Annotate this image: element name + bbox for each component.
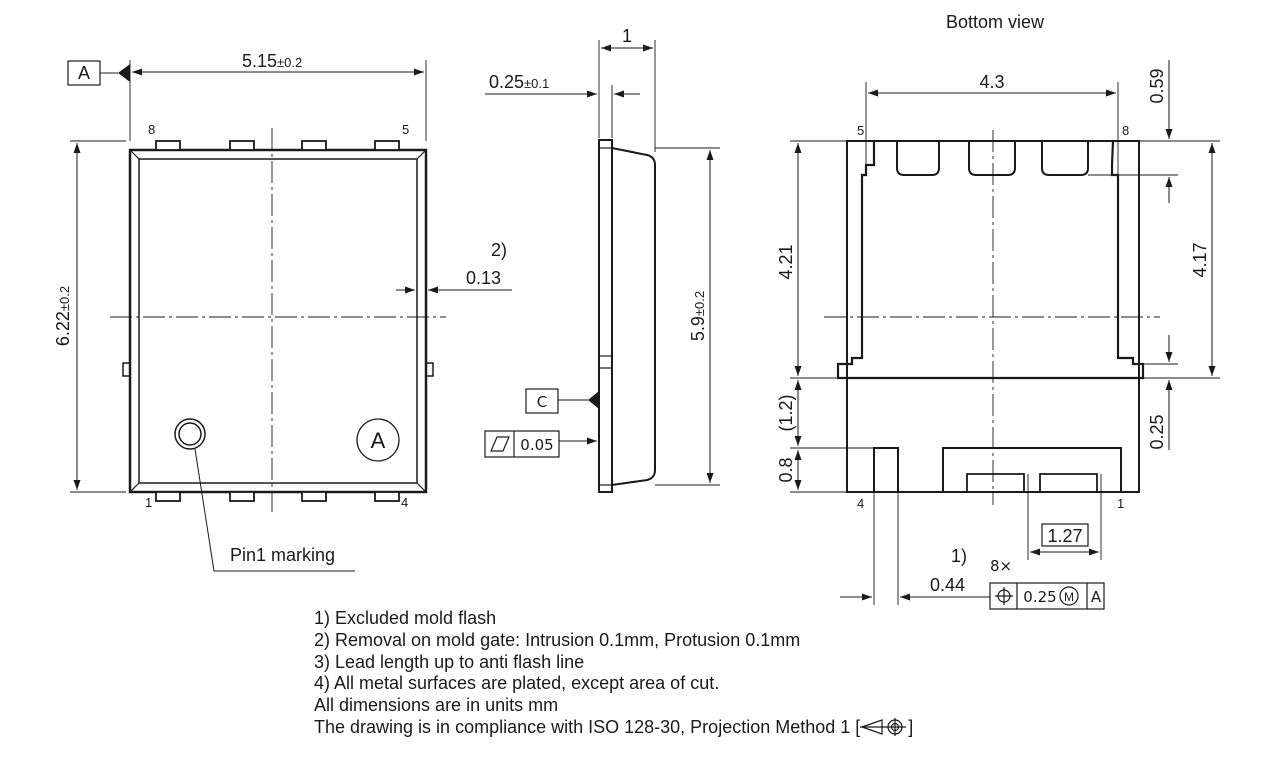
package-body-outline [128, 148, 428, 494]
pin-label-5: 5 [402, 122, 409, 137]
datum-c-box [525, 388, 559, 414]
position-datum-ref: A [1091, 588, 1102, 606]
bottom-pin-label-8: 8 [1122, 123, 1129, 138]
note-line-projection: The drawing is in compliance with ISO 12… [314, 717, 913, 739]
pin1-mark-circle [174, 418, 206, 450]
position-tolerance-icon [995, 587, 1013, 605]
lead-count-multiplier: 8× [990, 557, 1012, 575]
side-thickness-value: 1 [622, 26, 632, 46]
bottom-view [790, 60, 1220, 610]
pin1-leader-line [194, 448, 355, 572]
note-line: 4) All metal surfaces are plated, except… [314, 673, 720, 694]
width-value: 5.15±0.2 [242, 51, 302, 71]
note-line: 1) Excluded mold flash [314, 608, 497, 628]
gate-dimension-value: 0.13 [466, 268, 501, 288]
marking-logo-letter: A [371, 428, 386, 453]
datum-a-label: A [78, 63, 90, 83]
side-view-leadframe [598, 139, 613, 493]
flatness-tolerance-frame [484, 430, 560, 458]
flatness-icon [490, 436, 510, 452]
bottom-view-title: Bottom view [946, 12, 1045, 32]
bottom-lead-group [942, 447, 1122, 492]
top-view [67, 60, 512, 572]
note-line: 3) Lead length up to anti flash line [314, 651, 585, 672]
dim-0-8-value: 0.8 [776, 457, 796, 482]
bottom-note-ref: 1) [951, 546, 967, 566]
height-value: 6.22±0.2 [53, 286, 73, 346]
bottom-pin-label-5: 5 [857, 123, 864, 138]
note-line-suffix: ] [908, 716, 914, 737]
note-line: 2) Removal on mold gate: Intrusion 0.1mm… [314, 629, 801, 650]
pin-label-1: 1 [145, 495, 152, 510]
lead-thickness-value: 0.25±0.1 [489, 72, 549, 92]
flatness-value: 0.05 [520, 436, 553, 454]
note-line: All dimensions are in units mm [314, 695, 559, 716]
mmc-modifier-circle [1059, 586, 1079, 606]
dim-4-17-value: 4.17 [1190, 242, 1210, 277]
package-body-inner [138, 158, 418, 484]
mmc-modifier-letter: M [1064, 590, 1074, 604]
pin-label-8: 8 [148, 122, 155, 137]
position-tolerance-frame [989, 582, 1105, 610]
side-view [484, 40, 720, 493]
pitch-value: 1.27 [1047, 526, 1082, 546]
datum-c-label: C [537, 393, 547, 411]
pin-label-4: 4 [401, 495, 408, 510]
exposed-pad-outline [836, 140, 1145, 380]
dim-0-59-value: 0.59 [1147, 68, 1167, 103]
dim-0-25-value: 0.25 [1147, 414, 1167, 449]
pitch-basic-box [1041, 523, 1089, 547]
gate-note-ref: 2) [491, 240, 507, 260]
note-line: The drawing is in compliance with ISO 12… [314, 716, 861, 737]
bottom-pin-label-1: 1 [1117, 496, 1124, 511]
dim-1-2-value: (1.2) [776, 394, 796, 431]
projection-method-icon [860, 717, 907, 736]
position-tolerance-value: 0.25 [1023, 588, 1056, 606]
bottom-pin-label-4: 4 [857, 496, 864, 511]
bottom-lead-pin4 [873, 447, 899, 493]
side-view-mold-body [611, 146, 656, 487]
drawing-notes: 1) Excluded mold flash 2) Removal on mol… [314, 608, 913, 739]
pad-width-value: 4.3 [979, 72, 1004, 92]
top-view-leads-top [155, 140, 400, 151]
pin1-marking-label: Pin1 marking [230, 545, 335, 565]
side-height-value: 5.9±0.2 [688, 291, 708, 341]
dim-4-21-value: 4.21 [776, 244, 796, 279]
lead-width-value: 0.44 [930, 575, 965, 595]
marking-logo-circle [356, 418, 400, 462]
top-view-leads-bottom [155, 491, 400, 502]
